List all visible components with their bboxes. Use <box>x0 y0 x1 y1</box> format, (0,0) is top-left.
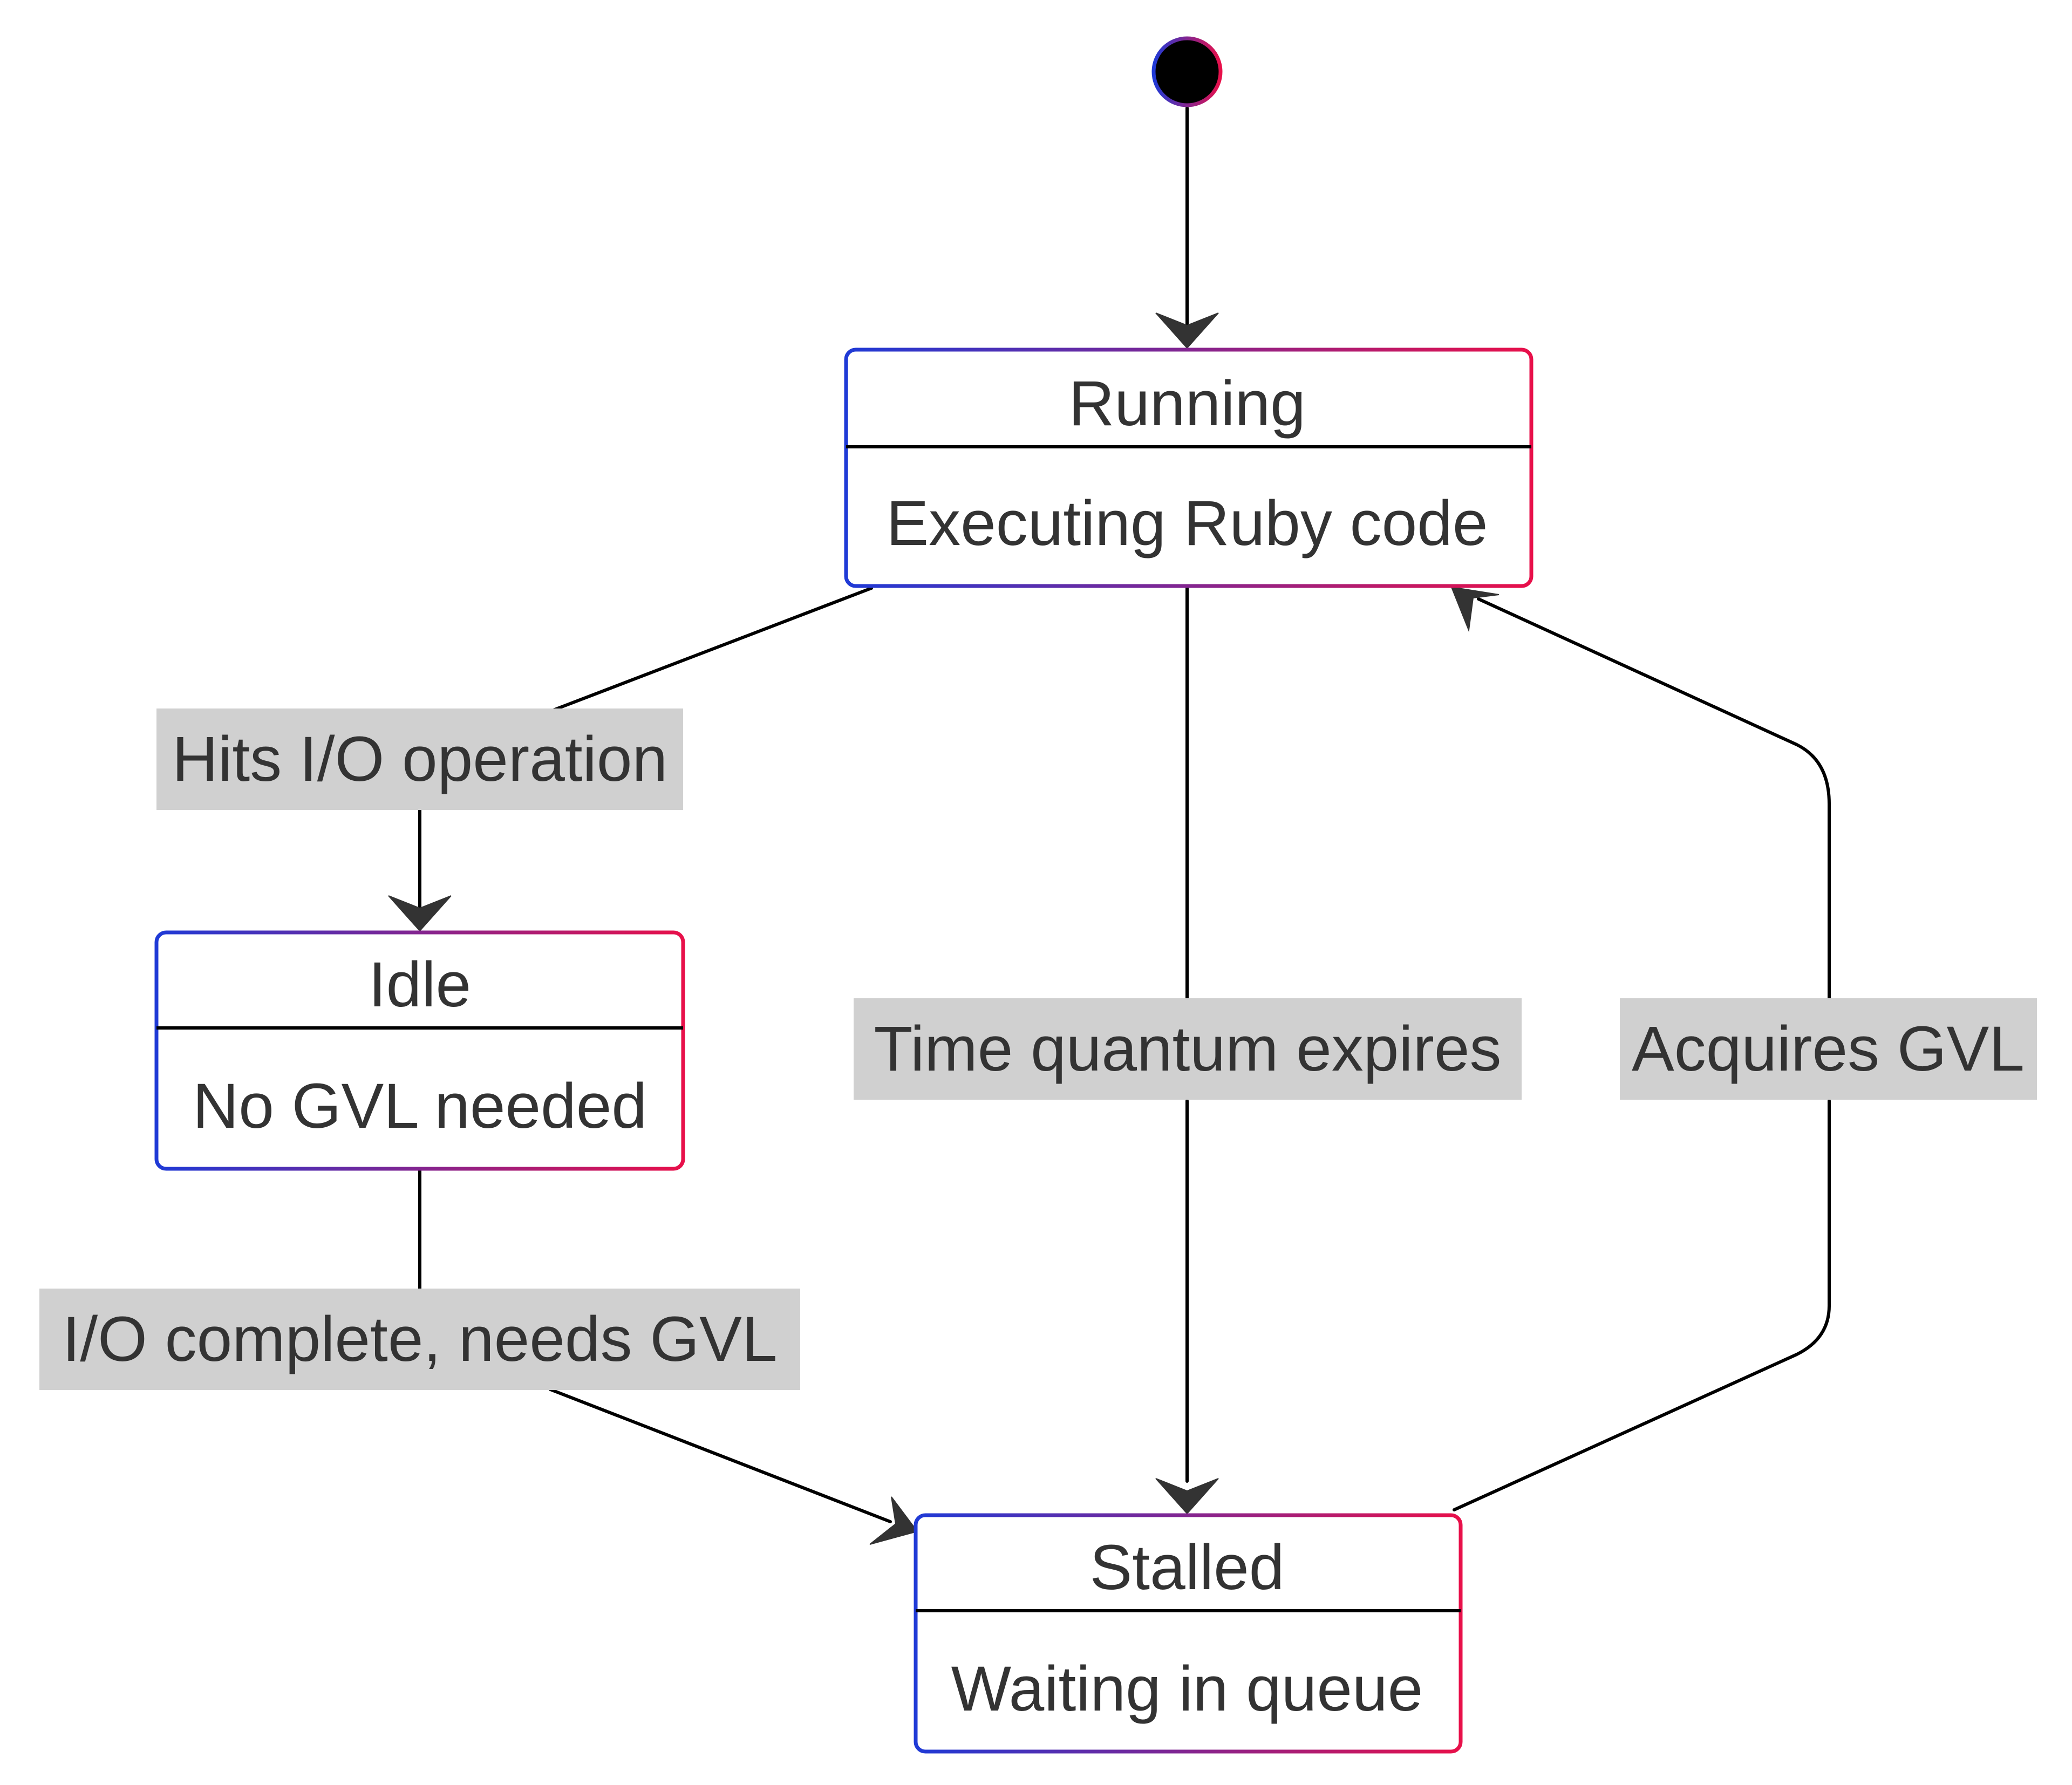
edge-label-stalled-to-running: Acquires GVL <box>1620 998 2037 1100</box>
state-stalled[interactable]: Stalled Waiting in queue <box>914 1513 1463 1754</box>
edge-idle-to-stalled <box>418 1167 892 1523</box>
edge-label-text: Hits I/O operation <box>172 724 667 795</box>
state-stalled-box <box>914 1513 1463 1754</box>
edge-label-text: I/O complete, needs GVL <box>63 1304 778 1375</box>
edge-label-idle-to-stalled: I/O complete, needs GVL <box>39 1289 800 1390</box>
edge-label-running-to-stalled: Time quantum expires <box>854 998 1522 1100</box>
state-idle[interactable]: Idle No GVL needed <box>154 930 685 1171</box>
arrowhead-idle-top <box>388 895 452 932</box>
edge-label-bg <box>39 1289 800 1390</box>
edge-label-text: Acquires GVL <box>1632 1013 2025 1085</box>
state-running-box <box>844 348 1533 588</box>
state-idle-description: No GVL needed <box>193 1071 647 1142</box>
state-idle-box <box>154 930 685 1171</box>
arrowhead-stalled-top <box>1155 1478 1219 1515</box>
edge-label-running-to-idle: Hits I/O operation <box>156 708 683 810</box>
edge-label-bg <box>156 708 683 810</box>
edge-running-to-idle <box>418 587 873 908</box>
state-idle-title: Idle <box>369 949 471 1020</box>
edge-stalled-to-running <box>1453 597 1831 1511</box>
state-stalled-description: Waiting in queue <box>951 1653 1423 1725</box>
start-node <box>1151 36 1223 107</box>
edge-label-bg <box>854 998 1522 1100</box>
state-stalled-title: Stalled <box>1090 1532 1285 1603</box>
state-running[interactable]: Running Executing Ruby code <box>844 348 1533 588</box>
state-running-description: Executing Ruby code <box>886 488 1488 559</box>
arrowheads <box>388 312 1500 1545</box>
edge-label-text: Time quantum expires <box>874 1013 1501 1085</box>
arrowhead-running-right <box>1450 586 1500 632</box>
arrowhead-stalled-left <box>869 1496 918 1545</box>
edge-label-bg <box>1620 998 2037 1100</box>
state-running-title: Running <box>1068 368 1306 439</box>
edges <box>418 106 1831 1523</box>
arrowhead-running-top <box>1155 312 1219 349</box>
